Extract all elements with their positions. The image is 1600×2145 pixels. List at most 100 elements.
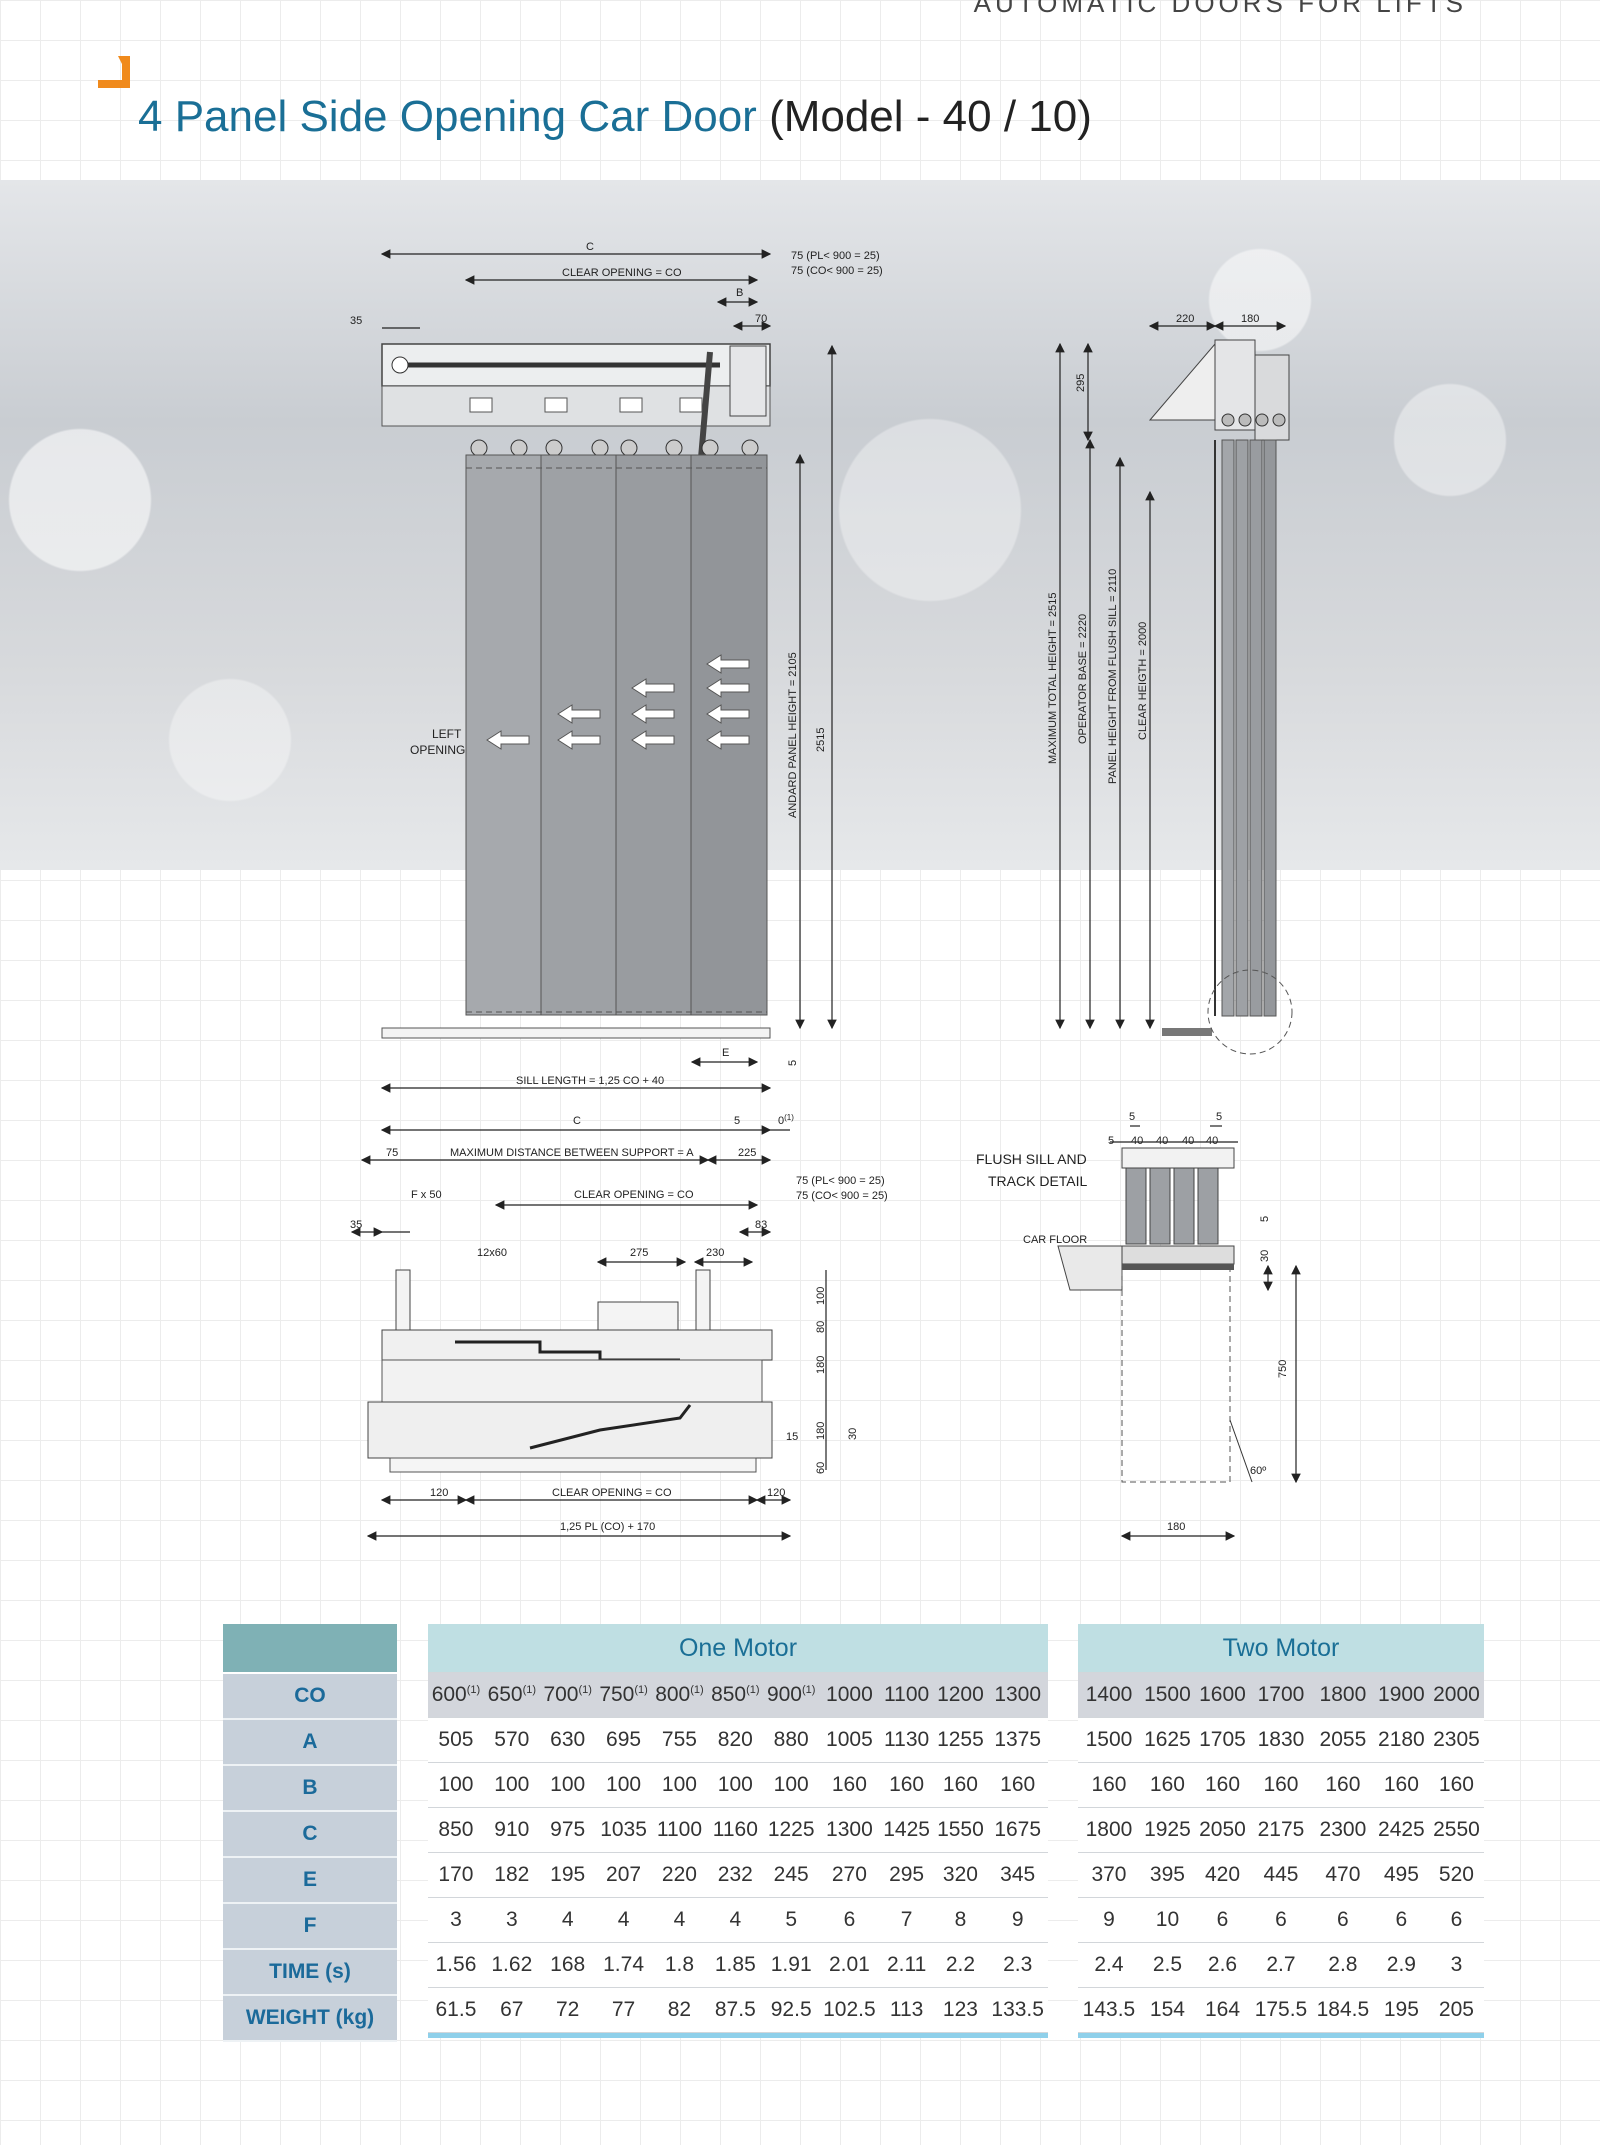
plan-120b-label: 120: [767, 1487, 785, 1499]
side-view: 220 180 295 MAXIMUM TOTAL HEIGHT = 2515 …: [1047, 313, 1293, 1055]
sill-title-1: FLUSH SILL AND: [976, 1151, 1087, 1167]
table-cell: 2.6: [1194, 1943, 1251, 1988]
plan-f50-label: F x 50: [411, 1189, 442, 1201]
panel-height-flush: PANEL HEIGHT FROM FLUSH SILL = 2110: [1107, 569, 1119, 784]
table-cell: 910: [483, 1808, 540, 1853]
plan-80-label: 80: [815, 1321, 827, 1333]
table-cell: 160: [1311, 1763, 1374, 1808]
table-cell: 1375: [987, 1718, 1048, 1763]
table-cell: 1200: [933, 1673, 988, 1718]
table-cell: 850: [428, 1808, 484, 1853]
table-cell: 160: [879, 1763, 934, 1808]
table-cell: 3: [428, 1898, 484, 1943]
table-cell: 195: [539, 1853, 596, 1898]
table-cell: 650(1): [483, 1673, 540, 1718]
table-cell: 9: [987, 1898, 1048, 1943]
table-cell: 1.62: [483, 1943, 540, 1988]
table-cell: 133.5: [987, 1988, 1048, 2033]
sill-length-label: SILL LENGTH = 1,25 CO + 40: [516, 1075, 664, 1087]
front-70-label: 70: [755, 313, 767, 325]
table-cell: 77: [595, 1988, 652, 2033]
table-cell: 1.56: [428, 1943, 484, 1988]
table-cell: 160: [1139, 1763, 1195, 1808]
table-cell: 4: [595, 1898, 652, 1943]
labels-header-blank: [223, 1624, 397, 1674]
table-cell: 2000: [1428, 1673, 1484, 1718]
table-cell: 1300: [819, 1808, 880, 1853]
operator-base: OPERATOR BASE = 2220: [1077, 614, 1089, 744]
plan-c-label: C: [573, 1115, 581, 1127]
table-cell: 160: [933, 1763, 988, 1808]
table-cell: 1.85: [707, 1943, 764, 1988]
table-cell: 160: [1078, 1763, 1140, 1808]
table-cell: 975: [539, 1808, 596, 1853]
plan-clear-opening: CLEAR OPENING = CO: [574, 1189, 694, 1201]
car-floor-label: CAR FLOOR: [1023, 1234, 1087, 1246]
table-cell: 1.74: [595, 1943, 652, 1988]
plan-zero-note: 0(1): [778, 1113, 794, 1127]
table-cell: 61.5: [428, 1988, 484, 2033]
table-cell: 3: [1428, 1943, 1484, 1988]
table-cell: 6: [819, 1898, 880, 1943]
two-motor-header: Two Motor: [1078, 1624, 1484, 1673]
plan-275-label: 275: [630, 1247, 648, 1259]
table-cell: 100: [707, 1763, 764, 1808]
table-cell: 100: [483, 1763, 540, 1808]
front-view: C CLEAR OPENING = CO 75 (PL< 900 = 25) 7…: [350, 241, 883, 1093]
front-note-pl: 75 (PL< 900 = 25): [791, 250, 880, 262]
sill-detail: 5 5 5 40 40 40 40 FLUSH SILL AND TRACK D…: [976, 1111, 1301, 1541]
table-cell: 1000: [819, 1673, 880, 1718]
front-clear-opening: CLEAR OPENING = CO: [562, 267, 682, 279]
table-cell: 72: [539, 1988, 596, 2033]
table-cell: 154: [1139, 1988, 1195, 2033]
sill-5d-label: 5: [1259, 1216, 1271, 1222]
front-2515-label: 2515: [815, 728, 827, 752]
sill-30-label: 30: [1259, 1250, 1271, 1262]
plan-clear-opening-bottom: CLEAR OPENING = CO: [552, 1487, 672, 1499]
table-cell: 800(1): [651, 1673, 708, 1718]
table-cell: 2.9: [1373, 1943, 1429, 1988]
table-cell: 3: [483, 1898, 540, 1943]
table-cell: 700(1): [539, 1673, 596, 1718]
plan-5-label: 5: [734, 1115, 740, 1127]
front-5-label: 5: [787, 1060, 799, 1066]
front-b-label: B: [736, 287, 743, 299]
table-cell: 87.5: [707, 1988, 764, 2033]
table-cell: 695: [595, 1718, 652, 1763]
table-cell: 182: [483, 1853, 540, 1898]
sill-5c-label: 5: [1108, 1135, 1114, 1147]
table-cell: 10: [1139, 1898, 1195, 1943]
table-cell: 1400: [1078, 1673, 1140, 1718]
table-cell: 1160: [707, 1808, 764, 1853]
table-cell: 6: [1194, 1898, 1251, 1943]
plan-15-label: 15: [786, 1431, 798, 1443]
plan-180a-label: 180: [815, 1356, 827, 1374]
table-cell: 1255: [933, 1718, 988, 1763]
table-cell: 1300: [987, 1673, 1048, 1718]
table-cell: 9: [1078, 1898, 1140, 1943]
plan-total-label: 1,25 PL (CO) + 170: [560, 1521, 655, 1533]
front-c-label: C: [586, 241, 594, 253]
table-cell: 345: [987, 1853, 1048, 1898]
page-title-model: (Model - 40 / 10): [769, 92, 1092, 141]
side-220-label: 220: [1176, 313, 1194, 325]
sill-40b-label: 40: [1156, 1135, 1168, 1147]
table-cell: 2.5: [1139, 1943, 1195, 1988]
table-cell: 160: [1428, 1763, 1484, 1808]
technical-drawing: C CLEAR OPENING = CO 75 (PL< 900 = 25) 7…: [350, 241, 1301, 1541]
table-cell: 2.8: [1311, 1943, 1374, 1988]
plan-75-label: 75: [386, 1147, 398, 1159]
row-label: CO: [223, 1674, 397, 1720]
table-cell: 2300: [1311, 1808, 1374, 1853]
side-180-label: 180: [1241, 313, 1259, 325]
plan-83-label: 83: [755, 1219, 767, 1231]
